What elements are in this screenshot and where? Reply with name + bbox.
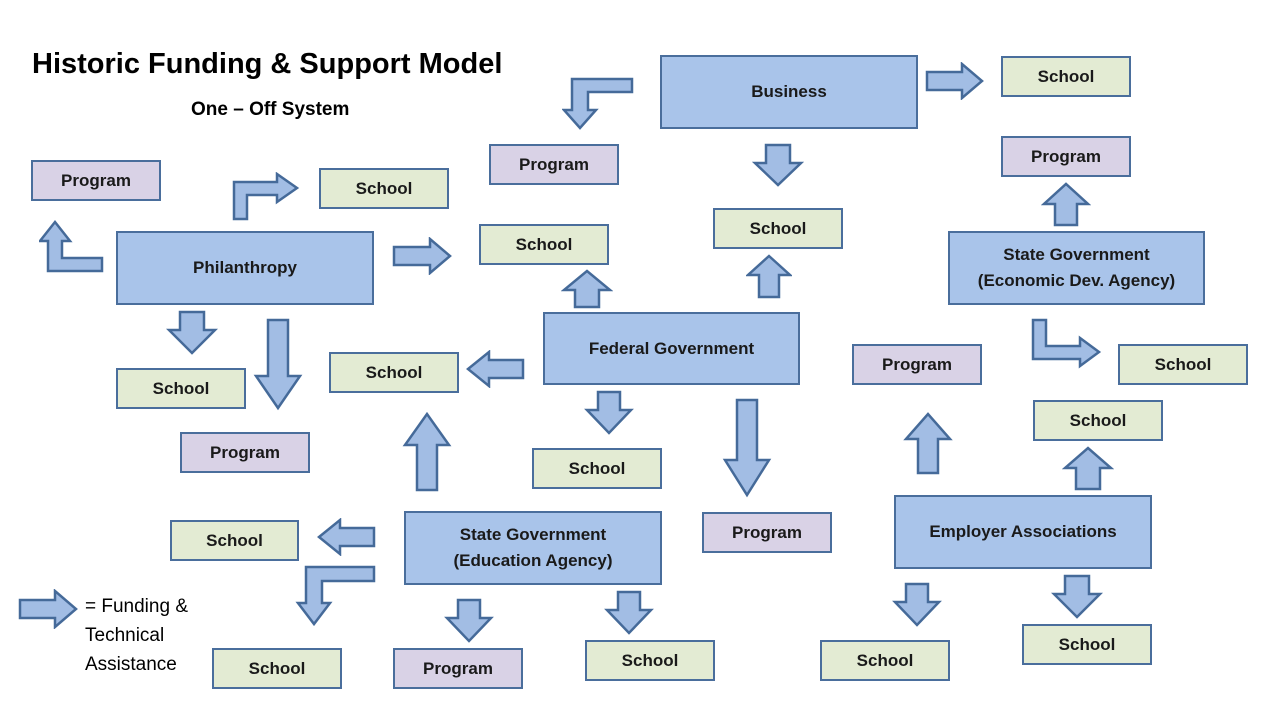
philanthropy-label: Philanthropy	[193, 258, 297, 277]
down-arrow-icon	[604, 590, 654, 635]
up-arrow-icon	[1041, 182, 1091, 227]
legend-line-3: Assistance	[85, 654, 177, 675]
diagram-subtitle: One – Off System	[191, 99, 350, 120]
down-arrow-icon	[892, 582, 942, 627]
up-arrow-icon	[903, 412, 953, 475]
school-box: School	[479, 224, 609, 265]
state-economic-dev-box: State Government (Economic Dev. Agency)	[948, 231, 1205, 305]
bent-arrow-icon	[39, 219, 104, 273]
business-box: Business	[660, 55, 918, 129]
school-box: School	[1118, 344, 1248, 385]
federal-government-box: Federal Government	[543, 312, 800, 385]
program-box: Program	[489, 144, 619, 185]
legend-text: = Funding & Technical Assistance	[85, 592, 188, 679]
program-box: Program	[393, 648, 523, 689]
school-box: School	[820, 640, 950, 681]
employer-associations-label: Employer Associations	[929, 522, 1117, 541]
state-economic-line2: (Economic Dev. Agency)	[977, 271, 1176, 290]
down-arrow-icon	[722, 398, 772, 498]
bent-arrow-icon	[295, 565, 376, 627]
left-arrow-icon	[317, 518, 376, 556]
philanthropy-box: Philanthropy	[116, 231, 374, 305]
left-arrow-icon	[466, 350, 525, 388]
program-box: Program	[702, 512, 832, 553]
program-box: Program	[852, 344, 982, 385]
program-box: Program	[1001, 136, 1131, 177]
state-education-box: State Government (Education Agency)	[404, 511, 662, 585]
up-arrow-icon	[1062, 446, 1114, 491]
school-box: School	[329, 352, 459, 393]
school-box: School	[532, 448, 662, 489]
down-arrow-icon	[1051, 574, 1103, 619]
program-box: Program	[31, 160, 161, 201]
school-box: School	[170, 520, 299, 561]
down-arrow-icon	[166, 310, 218, 355]
state-education-line2: (Education Agency)	[453, 551, 613, 570]
federal-government-label: Federal Government	[588, 338, 755, 358]
state-education-line1: State Government	[459, 525, 607, 544]
program-box: Program	[180, 432, 310, 473]
state-economic-line1: State Government	[1003, 245, 1150, 264]
school-box: School	[212, 648, 342, 689]
bent-arrow-icon	[232, 172, 300, 221]
down-arrow-icon	[752, 143, 804, 187]
school-box: School	[585, 640, 715, 681]
down-arrow-icon	[584, 390, 634, 435]
legend-arrow-icon	[18, 589, 78, 629]
right-arrow-icon	[392, 237, 452, 275]
school-box: School	[116, 368, 246, 409]
right-arrow-icon	[925, 62, 984, 100]
up-arrow-icon	[746, 254, 792, 299]
legend-line-1: = Funding &	[85, 596, 188, 617]
school-box: School	[713, 208, 843, 249]
down-arrow-icon	[444, 598, 494, 643]
bent-arrow-icon	[1031, 318, 1102, 369]
school-box: School	[1001, 56, 1131, 97]
business-label: Business	[751, 82, 827, 101]
school-box: School	[1033, 400, 1163, 441]
down-arrow-icon	[253, 318, 303, 411]
up-arrow-icon	[402, 412, 452, 492]
school-box: School	[319, 168, 449, 209]
school-box: School	[1022, 624, 1152, 665]
up-arrow-icon	[561, 269, 613, 309]
diagram-title: Historic Funding & Support Model	[32, 48, 503, 80]
legend-line-2: Technical	[85, 625, 165, 646]
employer-associations-box: Employer Associations	[894, 495, 1152, 569]
bent-arrow-icon	[562, 77, 634, 130]
